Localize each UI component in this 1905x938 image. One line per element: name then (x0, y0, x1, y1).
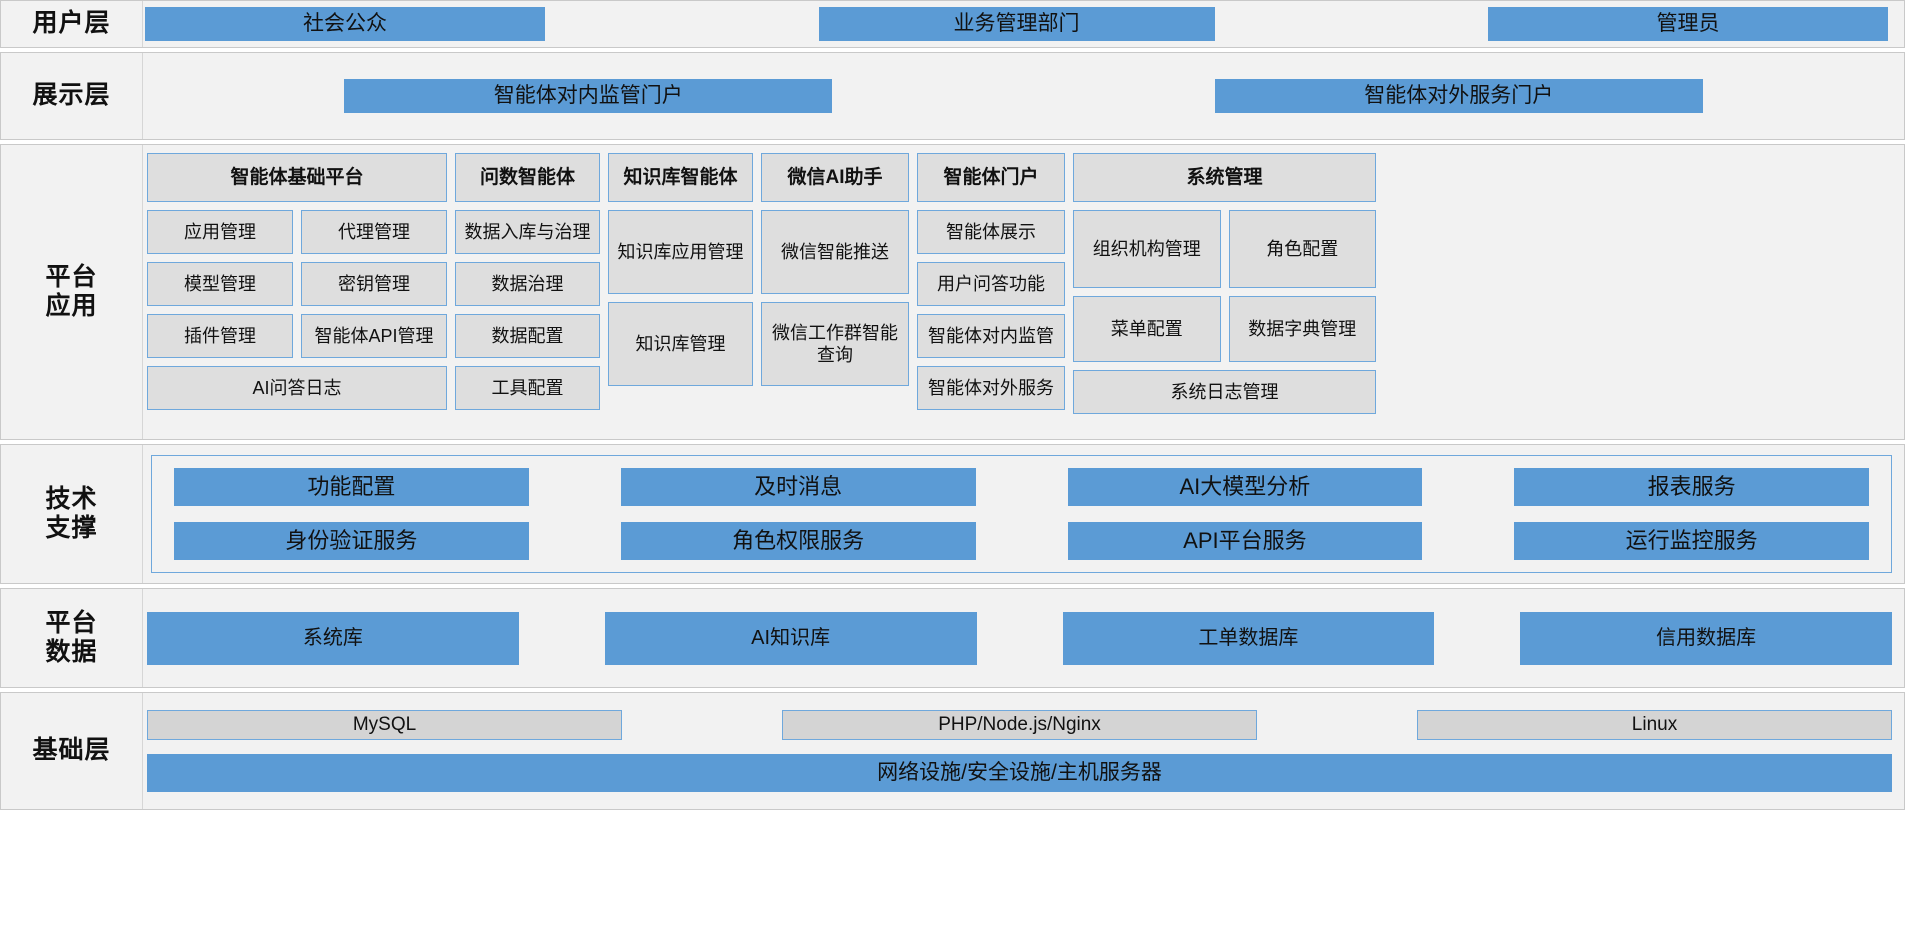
agent-base-platform-grid: 应用管理 代理管理 模型管理 密钥管理 插件管理 智能体API管理 (147, 210, 447, 358)
module-system-log-management[interactable]: 系统日志管理 (1073, 370, 1376, 414)
platform-data-layer-label: 平台 数据 (1, 589, 143, 687)
module-menu-configuration[interactable]: 菜单配置 (1073, 296, 1221, 362)
column-header-system-management[interactable]: 系统管理 (1073, 153, 1376, 202)
presentation-layer-body: 智能体对内监管门户 智能体对外服务门户 (143, 53, 1904, 139)
portal-external-service[interactable]: 智能体对外服务门户 (1214, 79, 1703, 113)
column-header-agent-portal[interactable]: 智能体门户 (917, 153, 1065, 202)
module-agent-external-service[interactable]: 智能体对外服务 (917, 366, 1065, 410)
column-header-agent-base-platform[interactable]: 智能体基础平台 (147, 153, 447, 202)
module-kb-application-management[interactable]: 知识库应用管理 (608, 210, 753, 294)
tech-instant-message[interactable]: 及时消息 (620, 468, 976, 506)
data-system-db[interactable]: 系统库 (147, 611, 519, 665)
data-credit-db[interactable]: 信用数据库 (1520, 611, 1892, 665)
technical-support-layer-label: 技术 支撑 (1, 445, 143, 583)
presentation-layer-label: 展示层 (1, 53, 143, 139)
app-column-system-management: 系统管理 组织机构管理 角色配置 菜单配置 数据字典管理 系统日志管理 (1073, 153, 1376, 414)
tech-role-permission-service[interactable]: 角色权限服务 (620, 522, 976, 560)
portal-internal-supervision[interactable]: 智能体对内监管门户 (344, 79, 833, 113)
data-ai-knowledge-db[interactable]: AI知识库 (604, 611, 977, 665)
data-work-order-db[interactable]: 工单数据库 (1062, 611, 1435, 665)
user-box-public[interactable]: 社会公众 (145, 7, 545, 41)
technical-support-layer: 技术 支撑 功能配置 及时消息 AI大模型分析 报表服务 身份验证服务 角色权限… (0, 444, 1905, 584)
module-user-qa-function[interactable]: 用户问答功能 (917, 262, 1065, 306)
tech-identity-auth-service[interactable]: 身份验证服务 (174, 522, 529, 560)
user-layer-label: 用户层 (1, 1, 143, 47)
module-kb-management[interactable]: 知识库管理 (608, 302, 753, 386)
platform-applications-layer-label: 平台 应用 (1, 145, 143, 439)
module-data-dictionary-management[interactable]: 数据字典管理 (1228, 296, 1376, 362)
user-box-business-dept[interactable]: 业务管理部门 (818, 7, 1215, 41)
infrastructure-body: MySQL PHP/Node.js/Nginx Linux 网络设施/安全设施/… (143, 693, 1904, 809)
infra-chip-php-node-nginx[interactable]: PHP/Node.js/Nginx (782, 710, 1257, 740)
module-key-management[interactable]: 密钥管理 (301, 262, 447, 306)
app-column-knowledge-base-agent: 知识库智能体 知识库应用管理 知识库管理 (608, 153, 753, 386)
module-agent-internal-supervision[interactable]: 智能体对内监管 (917, 314, 1065, 358)
infrastructure-layer-label: 基础层 (1, 693, 143, 809)
column-header-data-query-agent[interactable]: 问数智能体 (455, 153, 600, 202)
app-column-agent-base-platform: 智能体基础平台 应用管理 代理管理 模型管理 密钥管理 插件管理 智能体API管… (147, 153, 447, 410)
module-model-management[interactable]: 模型管理 (147, 262, 293, 306)
tech-report-service[interactable]: 报表服务 (1514, 468, 1869, 506)
presentation-layer: 展示层 智能体对内监管门户 智能体对外服务门户 (0, 52, 1905, 140)
technical-support-frame: 功能配置 及时消息 AI大模型分析 报表服务 身份验证服务 角色权限服务 API… (151, 455, 1892, 573)
module-app-management[interactable]: 应用管理 (147, 210, 293, 254)
module-org-structure-management[interactable]: 组织机构管理 (1073, 210, 1221, 288)
infra-network-security-host-servers[interactable]: 网络设施/安全设施/主机服务器 (147, 754, 1892, 792)
module-agent-management[interactable]: 代理管理 (301, 210, 447, 254)
user-layer-body: 社会公众 业务管理部门 管理员 (143, 1, 1904, 47)
tech-operation-monitoring-service[interactable]: 运行监控服务 (1514, 522, 1869, 560)
tech-api-platform-service[interactable]: API平台服务 (1067, 522, 1423, 560)
column-header-wechat-ai-assistant[interactable]: 微信AI助手 (761, 153, 909, 202)
module-agent-api-management[interactable]: 智能体API管理 (301, 314, 447, 358)
platform-data-layer: 平台 数据 系统库 AI知识库 工单数据库 信用数据库 (0, 588, 1905, 688)
module-wechat-group-smart-query[interactable]: 微信工作群智能查询 (761, 302, 909, 386)
tech-ai-large-model-analysis[interactable]: AI大模型分析 (1067, 468, 1423, 506)
module-ai-qa-log[interactable]: AI问答日志 (147, 366, 447, 410)
user-layer: 用户层 社会公众 业务管理部门 管理员 (0, 0, 1905, 48)
module-data-governance[interactable]: 数据治理 (455, 262, 600, 306)
infrastructure-bottom-row: 网络设施/安全设施/主机服务器 (147, 754, 1892, 792)
system-management-grid: 组织机构管理 角色配置 菜单配置 数据字典管理 (1073, 210, 1376, 362)
platform-data-body: 系统库 AI知识库 工单数据库 信用数据库 (143, 589, 1904, 687)
tech-function-configuration[interactable]: 功能配置 (174, 468, 529, 506)
infra-chip-linux[interactable]: Linux (1417, 710, 1892, 740)
infrastructure-chips-row: MySQL PHP/Node.js/Nginx Linux (147, 710, 1892, 740)
module-role-configuration[interactable]: 角色配置 (1228, 210, 1376, 288)
platform-applications-layer: 平台 应用 智能体基础平台 应用管理 代理管理 模型管理 密钥管理 插件管理 智… (0, 144, 1905, 440)
module-wechat-smart-push[interactable]: 微信智能推送 (761, 210, 909, 294)
platform-applications-body: 智能体基础平台 应用管理 代理管理 模型管理 密钥管理 插件管理 智能体API管… (143, 145, 1904, 439)
module-data-configuration[interactable]: 数据配置 (455, 314, 600, 358)
infrastructure-layer: 基础层 MySQL PHP/Node.js/Nginx Linux 网络设施/安… (0, 692, 1905, 810)
app-column-wechat-ai-assistant: 微信AI助手 微信智能推送 微信工作群智能查询 (761, 153, 909, 386)
module-agent-showcase[interactable]: 智能体展示 (917, 210, 1065, 254)
infra-chip-mysql[interactable]: MySQL (147, 710, 622, 740)
technical-support-body: 功能配置 及时消息 AI大模型分析 报表服务 身份验证服务 角色权限服务 API… (143, 445, 1904, 583)
module-tool-configuration[interactable]: 工具配置 (455, 366, 600, 410)
module-plugin-management[interactable]: 插件管理 (147, 314, 293, 358)
app-column-data-query-agent: 问数智能体 数据入库与治理 数据治理 数据配置 工具配置 (455, 153, 600, 410)
column-header-knowledge-base-agent[interactable]: 知识库智能体 (608, 153, 753, 202)
app-column-agent-portal: 智能体门户 智能体展示 用户问答功能 智能体对内监管 智能体对外服务 (917, 153, 1065, 410)
module-data-ingestion-governance[interactable]: 数据入库与治理 (455, 210, 600, 254)
user-box-admin[interactable]: 管理员 (1488, 7, 1888, 41)
